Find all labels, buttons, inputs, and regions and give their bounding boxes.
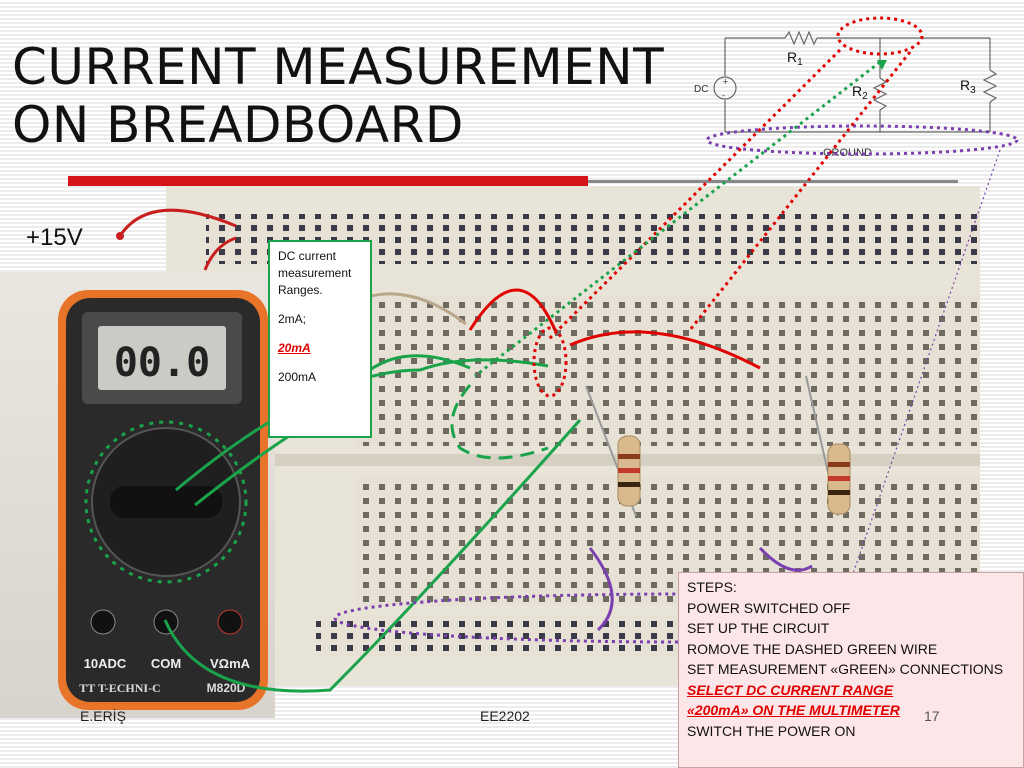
meter-brand: TT T-ECHNI-C	[79, 681, 160, 695]
steps-box: STEPS: POWER SWITCHED OFF SET UP THE CIR…	[678, 572, 1024, 768]
r1-letter: R	[787, 49, 797, 65]
multimeter-illustration: 00.0 10ADC COM VΩmA TT T-ECHNI-C M820D	[58, 290, 268, 710]
title-underline-red	[68, 176, 588, 186]
step-power-on: SWITCH THE POWER ON	[687, 722, 856, 739]
range-2ma: 2mA;	[278, 312, 307, 326]
ranges-heading: DC current measurement Ranges.	[278, 249, 352, 297]
step-set-connections: SET MEASUREMENT «GREEN» CONNECTIONS	[687, 661, 1004, 677]
range-20ma: 20mA	[278, 341, 311, 355]
meter-model: M820D	[207, 681, 246, 695]
current-ranges-note: DC current measurement Ranges. 2mA; 20mA…	[268, 240, 372, 438]
schematic-r1-label: R1	[787, 49, 803, 68]
step-select-range-line2: «200mA» ON THE MULTIMETER	[687, 702, 900, 718]
schematic-ground-label: GROUND	[823, 147, 872, 159]
svg-text:+: +	[722, 77, 729, 86]
r3-letter: R	[960, 77, 970, 93]
step-select-range-line1: SELECT DC CURRENT RANGE	[687, 681, 894, 698]
title-underline-gray	[588, 180, 958, 183]
meter-vohm-terminal-label: VΩmA	[210, 656, 251, 671]
meter-display: 00.0	[114, 340, 210, 386]
slide-title-line2: ON BREADBOARD	[12, 96, 464, 154]
svg-text:-: -	[722, 91, 725, 101]
r2-letter: R	[852, 83, 862, 99]
r2-subscript: 2	[862, 91, 868, 102]
multimeter-photo: 00.0 10ADC COM VΩmA TT T-ECHNI-C M820D	[0, 272, 275, 718]
slide-title: CURRENT MEASUREMENT ON BREADBOARD	[12, 38, 712, 154]
footer-author: E.ERİŞ	[80, 708, 126, 724]
schematic-r3-label: R3	[960, 77, 976, 96]
schematic-dc-label: DC	[694, 84, 708, 95]
circuit-schematic: + - DC R1 R2 R3 GROUND	[694, 30, 998, 159]
range-200ma: 200mA	[278, 370, 317, 384]
step-power-off: POWER SWITCHED OFF	[687, 599, 851, 616]
schematic-r2-label: R2	[852, 83, 868, 102]
footer-course: EE2202	[480, 708, 530, 724]
meter-10a-terminal-label: 10ADC	[84, 656, 127, 671]
steps-heading: STEPS:	[687, 579, 737, 595]
slide-title-line1: CURRENT MEASUREMENT	[12, 38, 665, 96]
footer-page-number: 17	[924, 708, 940, 724]
r1-subscript: 1	[797, 57, 803, 68]
meter-com-terminal-label: COM	[151, 656, 181, 671]
supply-voltage-label: +15V	[26, 224, 83, 251]
step-remove-wire: ROMOVE THE DASHED GREEN WIRE	[687, 640, 938, 657]
r3-subscript: 3	[970, 85, 976, 96]
step-setup-circuit: SET UP THE CIRCUIT	[687, 620, 830, 636]
